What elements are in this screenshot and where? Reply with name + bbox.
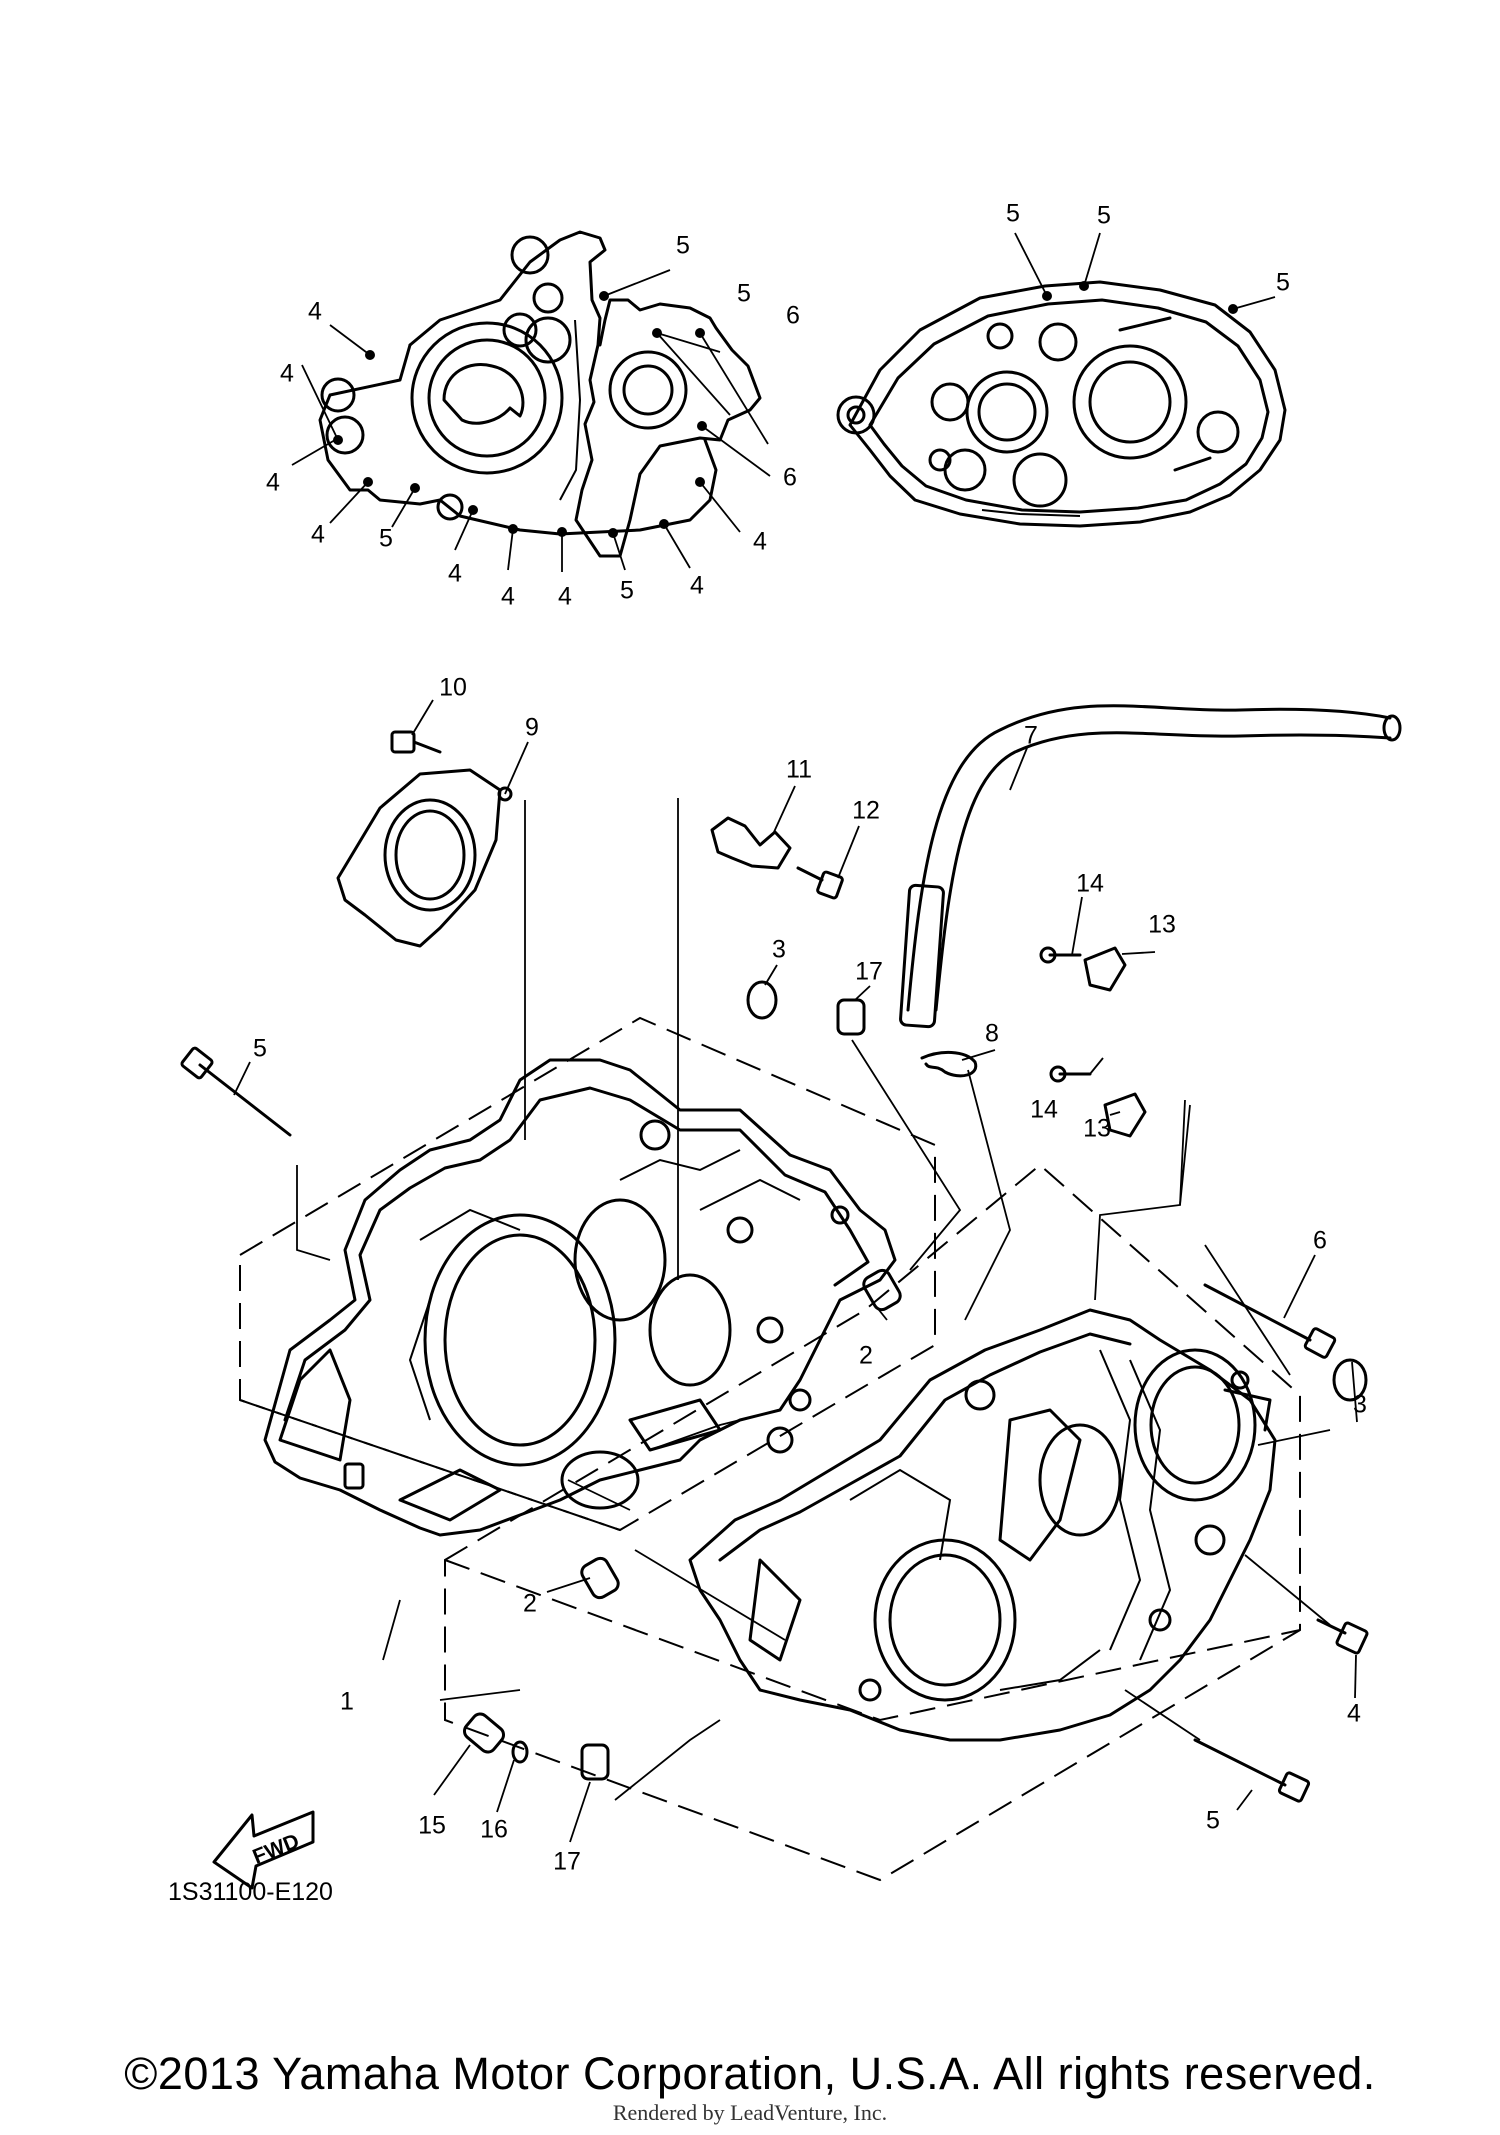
assembly-dashed-outlines [239, 1016, 1301, 1882]
callout: 5 [1276, 269, 1290, 297]
rendered-by-credit: Rendered by LeadVenture, Inc. [612, 2100, 888, 2125]
callout-leaders [233, 232, 1358, 1843]
callout: 14 [1076, 870, 1104, 898]
callout: 14 [1030, 1096, 1058, 1124]
callout: 6 [1313, 1227, 1327, 1255]
callout: 5 [1006, 200, 1020, 228]
callouts-main: 10 9 11 12 7 14 13 14 13 3 17 8 5 6 3 2 … [253, 674, 1367, 1876]
collar-17 [580, 998, 866, 1781]
crankcase-left-half [263, 1058, 897, 1537]
callout: 10 [439, 674, 467, 702]
callout: 4 [311, 521, 325, 549]
callout: 17 [553, 1848, 581, 1876]
copyright-notice: ©2013 Yamaha Motor Corporation, U.S.A. A… [124, 2048, 1376, 2099]
callout: 4 [280, 360, 294, 388]
callout: 5 [737, 280, 751, 308]
breather-hose-7 [899, 704, 1402, 1029]
crankcase-gasket-right [836, 280, 1287, 528]
callout: 9 [525, 714, 539, 742]
callouts-top-left: 5 5 6 6 4 4 4 4 4 4 4 4 4 5 5 4 [266, 232, 800, 611]
callout: 6 [786, 302, 800, 330]
bolt-10 [390, 730, 442, 754]
hose-clamp-8 [920, 1051, 978, 1078]
callout: 3 [1353, 1391, 1367, 1419]
bolt-12 [796, 866, 844, 900]
callout: 4 [690, 572, 704, 600]
bracket-13 [1083, 946, 1147, 1138]
callout: 5 [379, 525, 393, 553]
figure-code: 1S31100-E120 [168, 1878, 333, 1906]
callout: 4 [753, 528, 767, 556]
dowel-pins-2-15-16 [462, 1268, 902, 1764]
callout: 13 [1148, 911, 1176, 939]
callout: 4 [1347, 1700, 1361, 1728]
oil-seal-3 [746, 980, 1368, 1402]
screws-14 [1039, 946, 1092, 1083]
crankcase-gasket-left [318, 230, 762, 558]
callout: 7 [1024, 722, 1038, 750]
callout: 4 [501, 583, 515, 611]
callout: 1 [340, 1688, 354, 1716]
callout: 6 [783, 464, 797, 492]
forward-direction-arrow: FWD [212, 1810, 315, 1890]
callout: 13 [1083, 1115, 1111, 1143]
crankcase-seal-cover-9 [336, 768, 513, 948]
callout: 12 [852, 797, 880, 825]
callout: 5 [1097, 202, 1111, 230]
callout: 2 [859, 1342, 873, 1370]
callout: 4 [558, 583, 572, 611]
crankcase-right-half [688, 1308, 1277, 1742]
callout: 11 [786, 756, 812, 784]
callout: 5 [620, 577, 634, 605]
callout: 4 [266, 469, 280, 497]
callout: 2 [523, 1590, 537, 1618]
callout: 5 [676, 232, 690, 260]
bracket-11 [710, 816, 792, 870]
callout: 3 [772, 936, 786, 964]
callout: 5 [1206, 1807, 1220, 1835]
callout: 8 [985, 1020, 999, 1048]
callout: 16 [480, 1816, 508, 1844]
callout: 15 [418, 1812, 446, 1840]
leader-lines [296, 798, 1331, 1801]
callout: 17 [855, 958, 883, 986]
callout: 4 [448, 560, 462, 588]
long-bolts-5-6-4 [180, 1046, 1369, 1803]
callout: 4 [308, 298, 322, 326]
callouts-top-right: 5 5 5 [1006, 200, 1290, 297]
callout: 5 [253, 1035, 267, 1063]
